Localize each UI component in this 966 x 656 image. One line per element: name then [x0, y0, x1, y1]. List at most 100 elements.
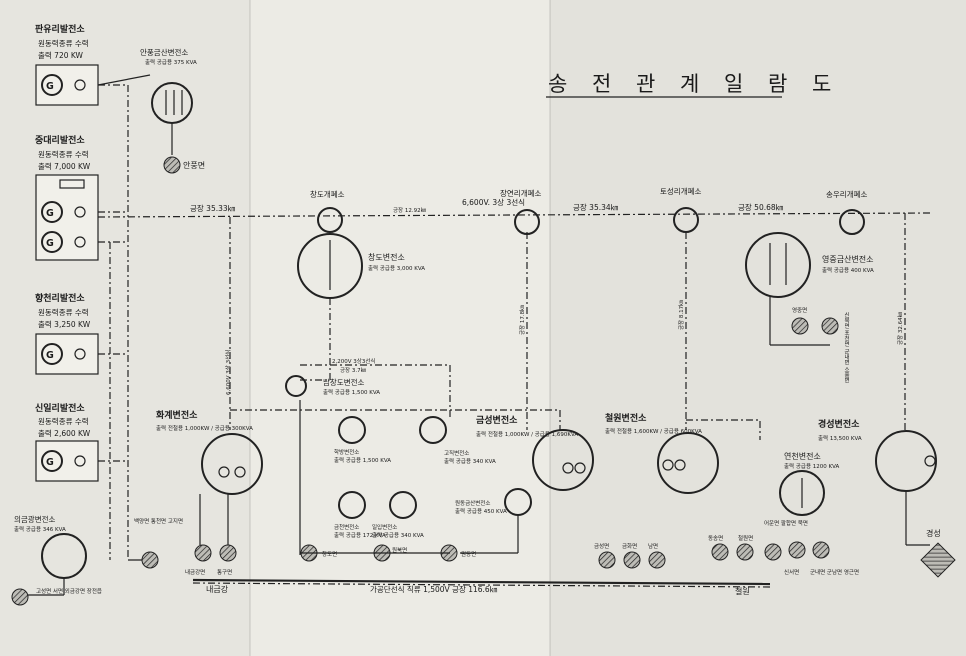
- plant-type: 원동력종류 수력: [38, 417, 89, 426]
- generator-icon: [41, 201, 63, 223]
- line-length-label: 긍장 3.7㎞: [340, 367, 367, 374]
- line-spec-label: 6,600V. 3상 3선식: [462, 197, 525, 207]
- anpung-feed: [97, 74, 151, 86]
- plant-name: 중대리발전소: [35, 134, 85, 146]
- switching-name: 장연리개폐소: [500, 188, 541, 198]
- feeder-label: 원북면: [392, 546, 407, 554]
- rail-end-label: 철원: [735, 586, 750, 596]
- line-spec-label: 2,200V 3상3선식: [332, 357, 375, 365]
- substation-detail: 출력 공급용 340 KVA: [372, 531, 424, 539]
- plant-sinilri: 신일리발전소 원동력종류 수력 출력 2,600 KW G: [35, 402, 99, 482]
- plant-type: 원동력종류 수력: [38, 39, 89, 48]
- svg-text:G: G: [46, 238, 54, 249]
- substation-gyeongseong: 경성변전소 출력 13,500 KVA 경성: [818, 418, 956, 578]
- line-length-label: 긍장 35.34㎞: [573, 202, 619, 212]
- feeder-label: 백양면 통천면 고지면: [134, 517, 183, 525]
- plant-type: 원동력종류 수력: [38, 150, 89, 159]
- substation-name: 금성변전소: [476, 414, 518, 426]
- substation-gojik: 고직변전소 출력 공급용 340 KVA: [419, 416, 496, 465]
- paper-panel-right: [550, 0, 966, 656]
- feeder-label: 신서면: [784, 568, 799, 576]
- plant-name: 신일리발전소: [35, 402, 85, 414]
- substation-detail: 출력 공급용 1200 KVA: [784, 462, 840, 470]
- trunk-line-left: [98, 84, 129, 560]
- substation-name: 화계변전소: [156, 409, 198, 421]
- plant-panyuri: 판유리발전소 원동력종류 수력 출력 720 KW G: [35, 23, 99, 106]
- switching-name: 토성리개폐소: [660, 186, 701, 196]
- feeder-label: 금성면: [594, 542, 609, 550]
- generator-icon: [41, 231, 63, 253]
- substation-name: 연천변전소: [784, 451, 821, 461]
- substation-hwagye: 화계변전소 출력 전철용 1,000KW / 공급용 300KVA: [156, 409, 263, 495]
- feeders-bottom: 내금강면 통구면 창도면 원북면 원동면 금성면 금화면 남면 동송면 철원면 …: [185, 494, 859, 576]
- feeder-label: 창도면: [322, 550, 337, 558]
- substation-geumseong: 금성변전소 출력 전철용 1,000KW / 공급용 1,690KVA: [476, 414, 594, 491]
- feeder-label: 고성면 서면 외금강면 장전읍: [36, 587, 102, 595]
- plant-name: 향천리발전소: [35, 292, 85, 304]
- generator-icon: [41, 343, 63, 365]
- svg-text:G: G: [46, 457, 54, 468]
- line-length-label: 긍장 50.68㎞: [738, 202, 784, 212]
- substation-name: 영중금산변전소: [822, 254, 874, 264]
- feeder-label: 금화면: [622, 542, 637, 550]
- line-spec-label: 6,600V 3상 3선식: [224, 350, 232, 395]
- substation-detail: 출력 공급용 340 KVA: [444, 457, 496, 465]
- line-length-label: 긍장 17.8㎞: [519, 305, 526, 335]
- substation-detail: 출력 공급용 450 KVA: [455, 507, 507, 515]
- substation-detail: 출력 공급용 346 KVA: [14, 525, 66, 533]
- generator-icon: [41, 74, 63, 96]
- substation-namchangdo: 남창도변전소 출력 공급용 1,500 KVA: [285, 375, 380, 397]
- substation-name: 금천변전소: [334, 523, 359, 531]
- substation-detail: 출력 공급용 375 KVA: [145, 58, 197, 66]
- diagram-title: 송 전 관 계 일 람 도: [548, 72, 840, 96]
- feeder-label: 원동면: [461, 550, 476, 558]
- generator-icon: [41, 450, 63, 472]
- feeder-label: 철원면: [738, 534, 753, 542]
- feeder-label: 신북면 포천면 군내면 소흘면: [843, 311, 850, 384]
- feeder-label: 동송면: [708, 534, 723, 542]
- fold-line: [249, 0, 251, 656]
- rail-end-label: 내금강: [206, 584, 229, 594]
- substation-uigeum: 의금광변전소 출력 공급용 346 KVA 고성면 서면 외금강면 장전읍: [11, 514, 102, 606]
- substation-detail: 출력 13,500 KVA: [818, 434, 862, 442]
- feeder-label: 경성: [926, 528, 941, 538]
- feeder-label: 어운면 팔합면 묵면: [764, 519, 808, 527]
- substation-detail: 출력 전철용 1,000KW / 공급용 300KVA: [156, 424, 253, 432]
- plant-type: 원동력종류 수력: [38, 308, 89, 317]
- substation-name: 창도변전소: [368, 252, 405, 262]
- feeder-label: 남면: [648, 542, 658, 550]
- plant-output: 출력 7,000 KW: [38, 161, 91, 171]
- substation-detail: 출력 공급용 400 KVA: [822, 266, 874, 274]
- svg-text:G: G: [46, 208, 54, 219]
- rail-spec-label: 가공단선식 직류 1,500V 긍장 116.6㎞: [370, 584, 498, 594]
- substation-yeongjung: 영중금산변전소 출력 공급용 400 KVA 영중면 신북면 포천면 군내면 소…: [745, 232, 874, 384]
- substation-anpung: 안풍금산변전소 출력 공급용 375 KVA 안풍면: [140, 47, 205, 174]
- substation-changdo: 창도변전소 출력 공급용 3,000 KVA: [297, 233, 425, 299]
- feeder-label: 영중면: [792, 306, 807, 314]
- main-transmission-line: [97, 212, 931, 218]
- substation-detail: 출력 공급용 1,500 KVA: [323, 388, 380, 396]
- substation-name: 원동금산변전소: [455, 499, 490, 507]
- substation-yeoncheon: 연천변전소 출력 공급용 1200 KVA: [779, 451, 840, 516]
- line-length-label: 긍장 35.33㎞: [190, 203, 236, 213]
- feeder-label: 군내면 군남면 영근면: [810, 568, 859, 576]
- switching-jangyeonri: 장연리개폐소: [500, 188, 541, 235]
- svg-text:G: G: [46, 81, 54, 92]
- switching-changdo: 창도개폐소: [310, 189, 345, 233]
- substation-hakbang: 학방변전소 출력 공급용 1,500 KVA: [334, 416, 391, 464]
- substation-wondong: 원동금산변전소 출력 공급용 450 KVA: [455, 488, 532, 516]
- plant-jungdaeri: 중대리발전소 원동력종류 수력 출력 7,000 KW G G: [35, 134, 99, 261]
- feeder-label: 내금강면: [185, 568, 205, 576]
- substation-name: 고직변전소: [444, 449, 469, 457]
- line-length-label: 긍장 8.17㎞: [678, 300, 685, 330]
- substation-name: 안풍금산변전소: [140, 47, 188, 57]
- fold-line: [549, 0, 551, 656]
- switching-name: 송우리개폐소: [826, 189, 867, 199]
- switching-songuri: 송우리개폐소: [826, 189, 867, 235]
- plant-hyangcheonri: 향천리발전소 원동력종류 수력 출력 3,250 KW G: [35, 292, 99, 375]
- svg-text:G: G: [46, 350, 54, 361]
- substation-ilip: 일입변전소 출력 공급용 340 KVA: [372, 491, 424, 539]
- substation-name: 의금광변전소: [14, 514, 55, 524]
- feeder-area: [163, 156, 181, 174]
